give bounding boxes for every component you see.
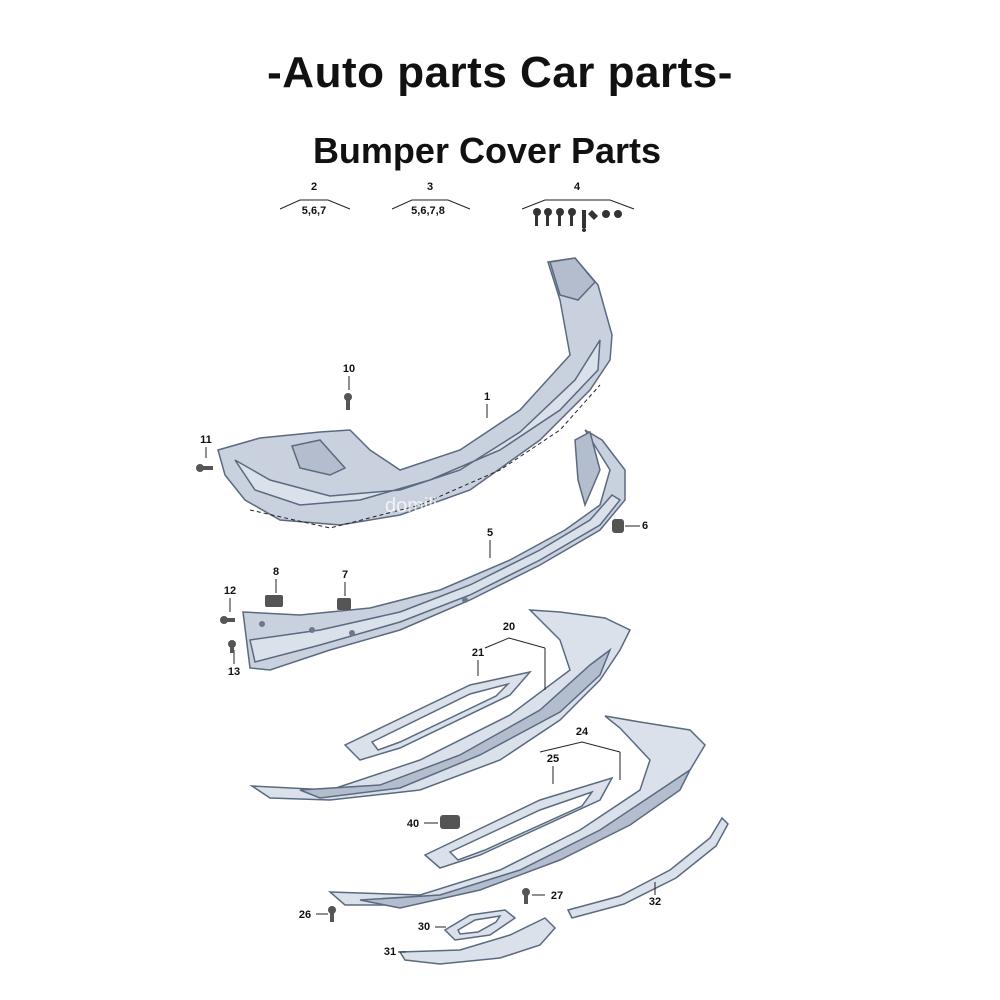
callout-40: 40 [407, 815, 460, 830]
callout-11: 11 [200, 434, 212, 458]
svg-text:1: 1 [484, 391, 490, 403]
svg-text:21: 21 [472, 647, 484, 659]
svg-text:3: 3 [427, 181, 433, 193]
fastener-set-icon [533, 208, 622, 232]
svg-text:13: 13 [228, 666, 240, 678]
group-ref-2: 2 5,6,7 [279, 181, 351, 217]
part-25-valance-insert[interactable] [423, 776, 614, 869]
part-21-insert-frame[interactable] [343, 670, 533, 761]
callout-31: 31 [384, 946, 406, 958]
part-24-lower-valance[interactable] [327, 715, 706, 909]
callout-32: 32 [649, 882, 661, 908]
callout-6: 6 [612, 519, 648, 533]
svg-text:4: 4 [574, 181, 581, 193]
svg-text:11: 11 [200, 434, 212, 446]
svg-text:26: 26 [299, 909, 311, 921]
svg-text:27: 27 [551, 890, 563, 902]
callout-12: 12 [220, 585, 236, 624]
part-30-frame[interactable] [443, 909, 517, 941]
svg-text:24: 24 [576, 726, 589, 738]
svg-text:10: 10 [343, 363, 355, 375]
callout-1: 1 [484, 391, 490, 418]
svg-text:5,6,7,8: 5,6,7,8 [411, 205, 445, 217]
svg-text:31: 31 [384, 946, 396, 958]
callout-26: 26 [299, 906, 336, 922]
svg-text:25: 25 [547, 753, 559, 765]
part-1-bumper-cover-upper[interactable] [217, 257, 613, 529]
callout-5: 5 [487, 527, 493, 558]
part-32-trim-strip[interactable] [566, 816, 729, 919]
svg-text:7: 7 [342, 569, 348, 581]
callout-8: 8 [265, 566, 283, 607]
watermark-text: domili.en.alibaba.com [385, 495, 578, 517]
part-20-lower-trim[interactable] [249, 609, 632, 801]
callout-13: 13 [228, 640, 240, 678]
screw-11-icon [196, 464, 213, 472]
group-ref-4: 4 [521, 181, 635, 232]
callout-20: 20 [484, 621, 546, 690]
svg-text:5,6,7: 5,6,7 [302, 205, 326, 217]
diagram-subtitle: Bumper Cover Parts [312, 130, 662, 171]
callout-27: 27 [522, 888, 563, 904]
callout-21: 21 [472, 647, 484, 676]
svg-text:2: 2 [311, 181, 317, 193]
svg-text:5: 5 [487, 527, 493, 539]
svg-text:30: 30 [418, 921, 430, 933]
group-ref-3: 3 5,6,7,8 [391, 181, 471, 217]
page-title: -Auto parts Car parts- [267, 48, 733, 97]
part-5-bumper-cover-lower[interactable] [242, 429, 626, 671]
callout-7: 7 [337, 569, 351, 610]
svg-text:12: 12 [224, 585, 236, 597]
callout-10: 10 [343, 363, 355, 390]
svg-text:40: 40 [407, 818, 419, 830]
part-31-lower-strip[interactable] [398, 917, 557, 965]
callout-30: 30 [418, 921, 446, 933]
callout-25: 25 [547, 753, 559, 784]
svg-text:20: 20 [503, 621, 515, 633]
callout-24: 24 [539, 726, 621, 780]
svg-text:8: 8 [273, 566, 279, 578]
svg-text:32: 32 [649, 896, 661, 908]
clip-10-icon [344, 393, 352, 410]
svg-text:6: 6 [642, 520, 648, 532]
